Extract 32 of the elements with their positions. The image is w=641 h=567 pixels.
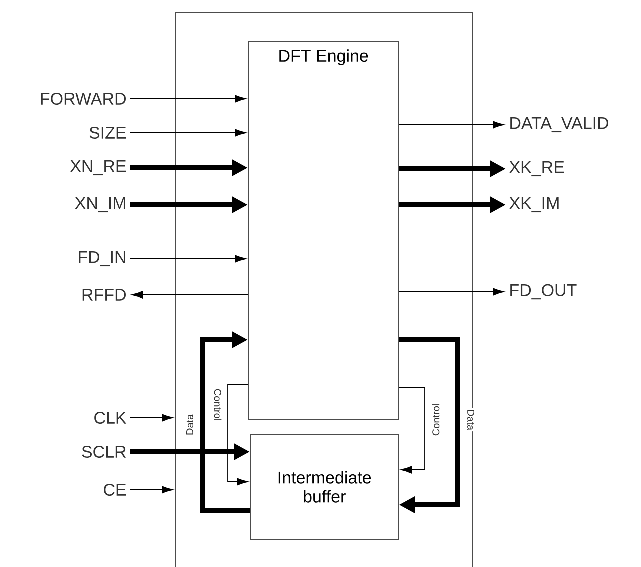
arrow [399,338,460,514]
edge-label: Data [186,413,194,437]
signal-label: FORWARD [41,92,126,106]
engine-block: DFT Engine [248,41,400,420]
signal-label: SCLR [82,446,126,458]
signal-label: CE [104,484,126,496]
signal-label: XK_RE [510,161,564,177]
edge-label: Control [431,402,441,438]
arrow [132,291,248,299]
arrow [398,288,504,296]
signal-label: XN_RE [70,160,126,176]
signal-label: SIZE [90,126,126,140]
arrow [130,414,174,422]
signal-label: DATA_VALID [510,117,609,133]
arrow [130,129,246,137]
edge-label: Data [466,408,476,432]
arrow [398,388,426,474]
outer-block [175,12,474,567]
signal-label: RFFD [82,289,126,301]
signal-label: FD_OUT [510,284,577,300]
signal-label: CLK [94,412,127,424]
signal-label: FD_IN [79,251,126,267]
arrow [200,331,250,514]
arrow [398,121,504,129]
signal-label: XN_IM [75,197,126,213]
buffer-block: Intermediate buffer [250,434,400,540]
arrow [130,95,246,103]
arrow [130,486,174,494]
arrow [228,384,248,486]
signal-label: XK_IM [510,197,559,213]
arrow [130,255,246,263]
edge-label: Control [213,388,223,422]
